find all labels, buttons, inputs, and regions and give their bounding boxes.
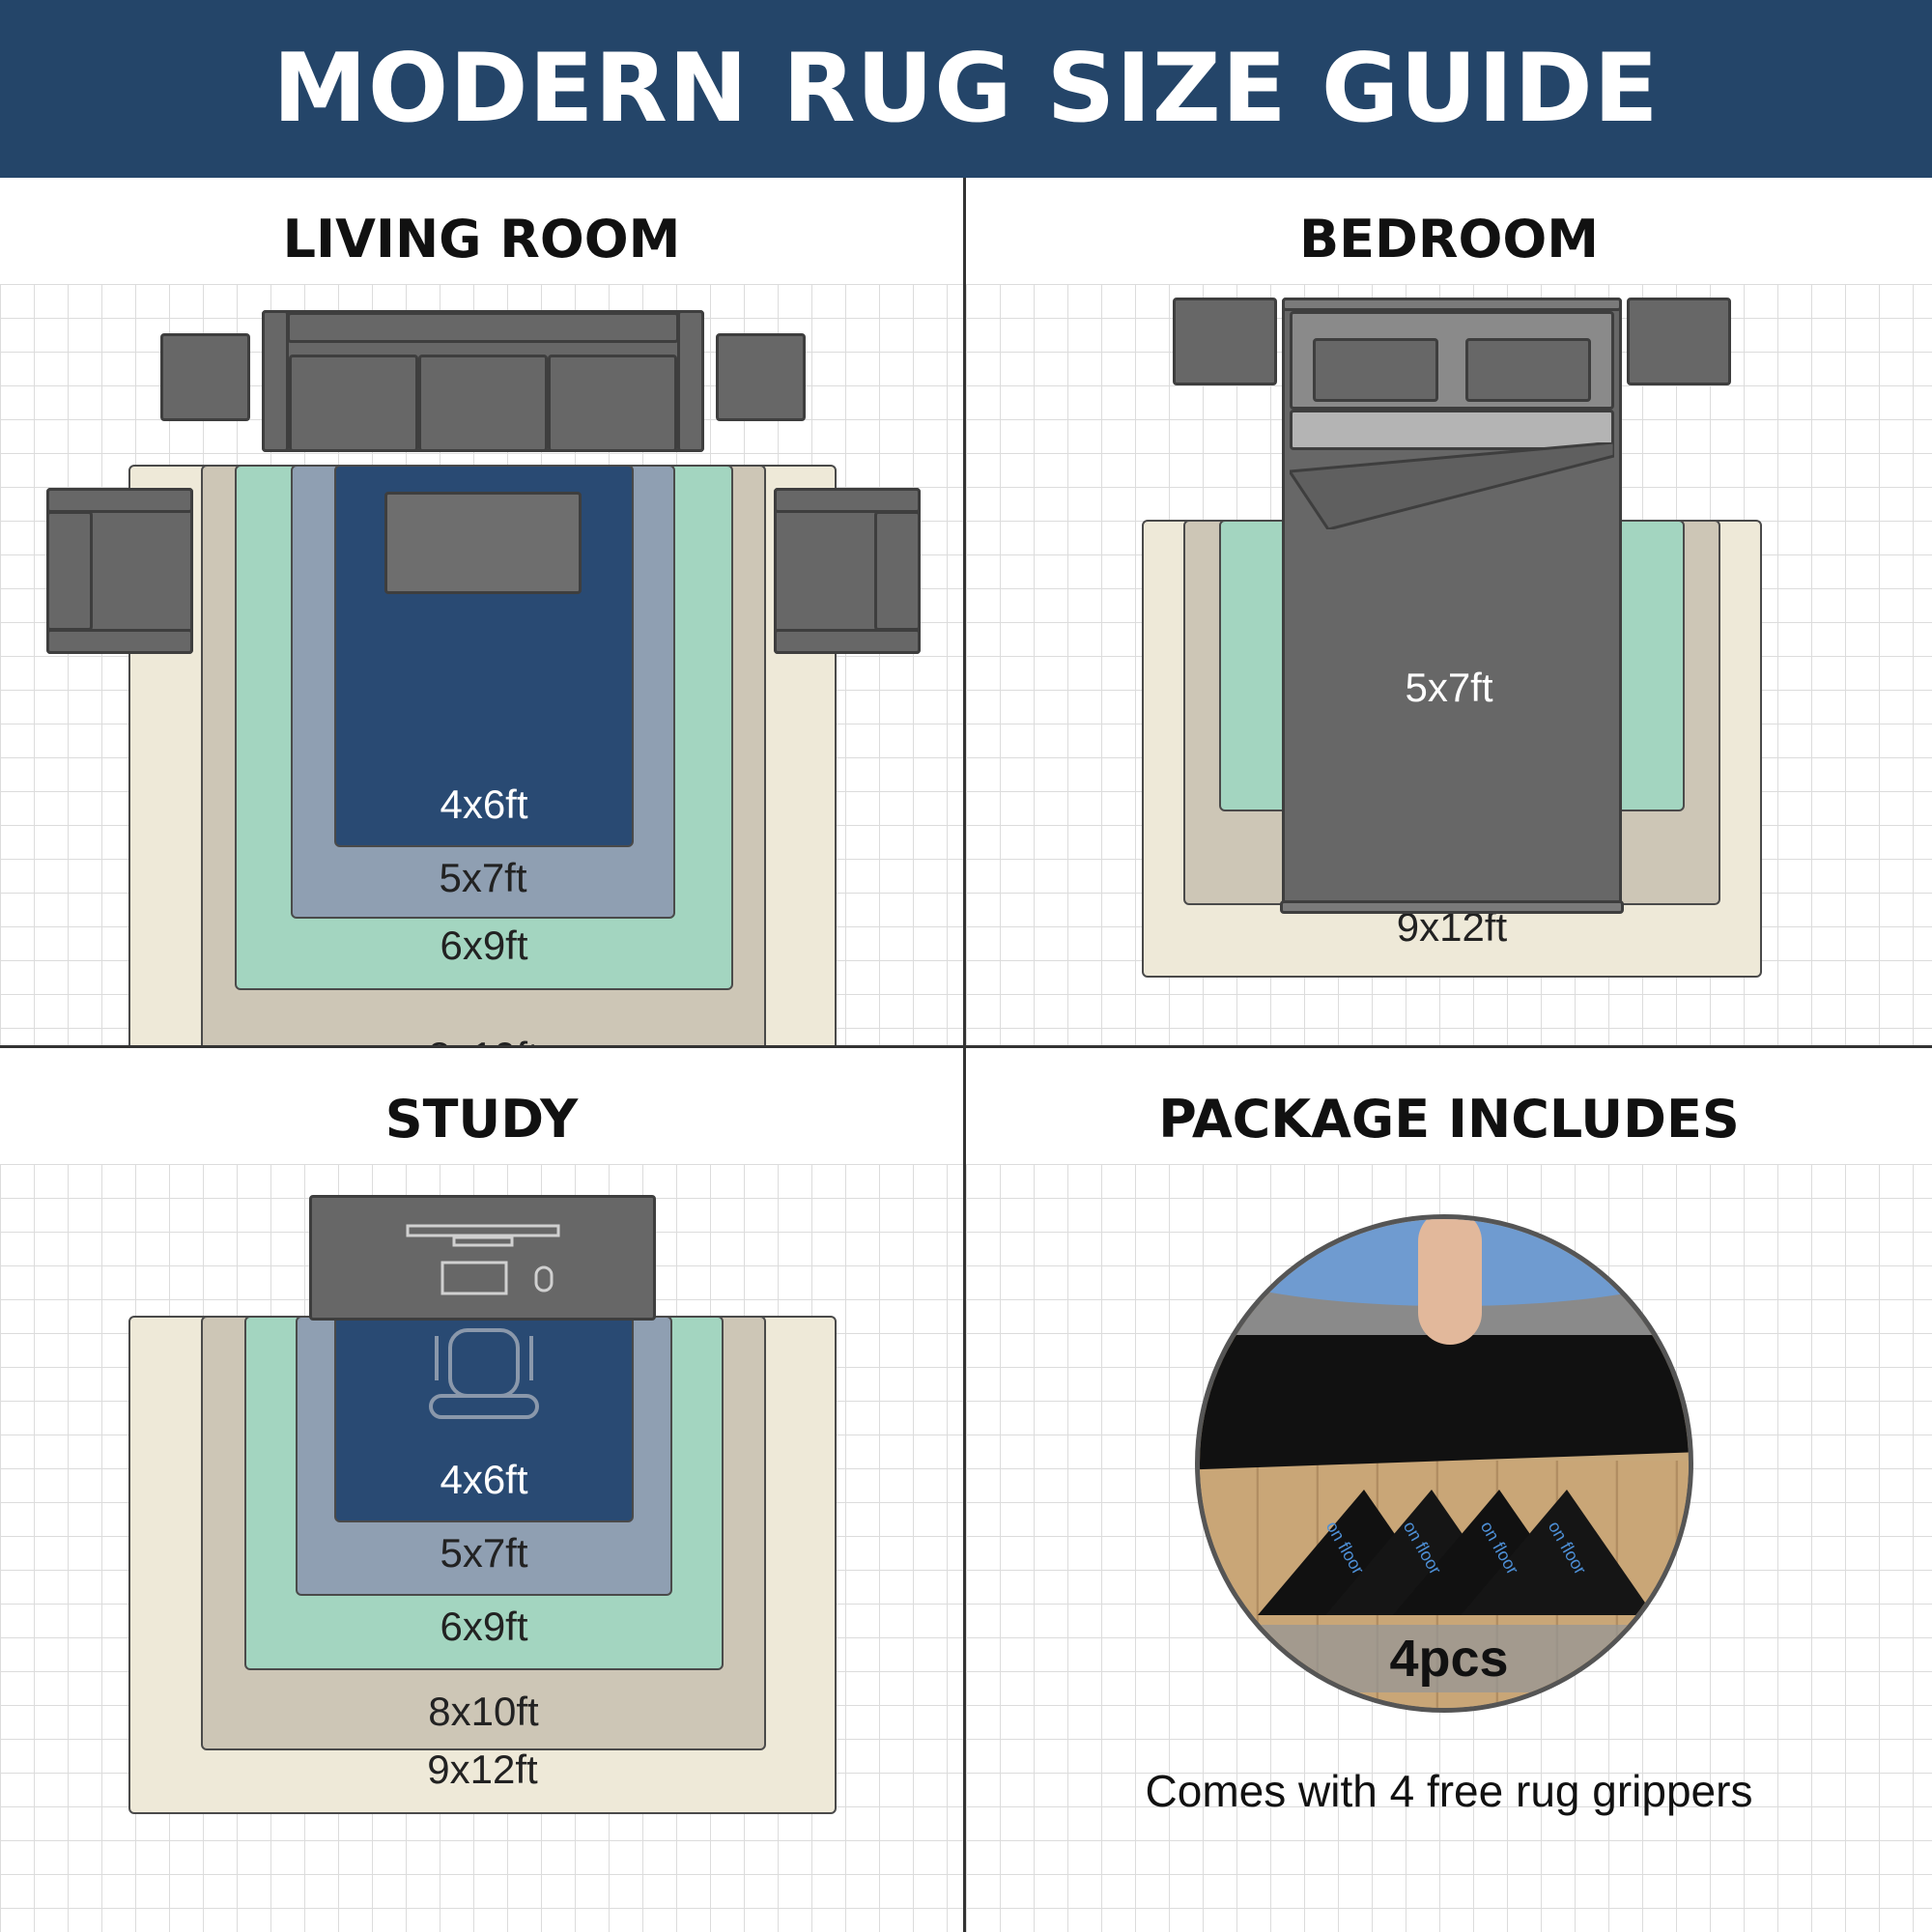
pillow-right bbox=[1465, 338, 1591, 402]
page-title: MODERN RUG SIZE GUIDE bbox=[272, 34, 1660, 144]
chair-back bbox=[429, 1394, 539, 1419]
office-chair bbox=[429, 1328, 539, 1419]
living-room-title: LIVING ROOM bbox=[282, 209, 681, 270]
rug-label-9x12: 9x12ft bbox=[427, 1747, 538, 1792]
rug-label-6x9: 6x9ft bbox=[440, 1604, 528, 1649]
rug-label-4x6: 4x6ft bbox=[440, 781, 528, 827]
header-banner: MODERN RUG SIZE GUIDE bbox=[0, 0, 1932, 178]
desk bbox=[309, 1195, 656, 1321]
panel-package: PACKAGE INCLUDES on floor on floor on fl… bbox=[966, 1048, 1932, 1932]
monitor-icon bbox=[406, 1224, 560, 1247]
gripper-photo: on floor on floor on floor on floor 4pcs bbox=[1195, 1214, 1693, 1713]
bed bbox=[1280, 298, 1624, 914]
package-title: PACKAGE INCLUDES bbox=[1158, 1089, 1740, 1150]
bedroom-title: BEDROOM bbox=[1299, 209, 1599, 270]
blanket-fold bbox=[1290, 442, 1614, 529]
mouse-icon bbox=[534, 1265, 554, 1293]
sofa-top-rail bbox=[287, 312, 679, 343]
footboard bbox=[1280, 900, 1624, 914]
armchair-arm bbox=[774, 488, 921, 513]
rug-label-8x10: 8x10ft bbox=[428, 1689, 539, 1734]
keyboard-icon bbox=[440, 1261, 508, 1295]
sofa-arm-left bbox=[262, 310, 289, 452]
study-title: STUDY bbox=[384, 1089, 579, 1150]
panel-bedroom: BEDROOM 9x12ft 8x10ft 6x9ft 5x7ft bbox=[966, 178, 1932, 1045]
chair-seat bbox=[448, 1328, 520, 1398]
blanket-fold-shape bbox=[1290, 442, 1614, 529]
armchair-arm bbox=[46, 629, 193, 654]
finger bbox=[1418, 1219, 1482, 1345]
armchair-back bbox=[46, 511, 93, 631]
panel-living-room: LIVING ROOM 9x12ft 8x10ft 6x9ft 5x7ft 4x… bbox=[0, 178, 963, 1045]
sofa bbox=[262, 310, 704, 452]
divider-horizontal bbox=[0, 1045, 1932, 1048]
monitor-stand bbox=[452, 1236, 514, 1247]
armchair-right bbox=[774, 488, 921, 654]
rug-label-4x6: 4x6ft bbox=[440, 1457, 528, 1502]
sofa-cushion bbox=[418, 355, 548, 452]
rug-label-5x7: 5x7ft bbox=[440, 1530, 528, 1576]
divider-vertical bbox=[963, 178, 966, 1932]
sofa-cushion bbox=[548, 355, 677, 452]
rug-label-5x7: 5x7ft bbox=[1405, 665, 1493, 710]
nightstand-left bbox=[1173, 298, 1277, 385]
monitor-screen bbox=[406, 1224, 560, 1237]
count-band bbox=[1200, 1625, 1689, 1692]
desk-top bbox=[309, 1195, 656, 1321]
pillow-left bbox=[1313, 338, 1438, 402]
count-label: 4pcs bbox=[1389, 1630, 1509, 1688]
rug-label-8x10: 8x10ft bbox=[203, 1034, 764, 1045]
side-table-right bbox=[716, 333, 806, 421]
gripper-triangle bbox=[1461, 1490, 1654, 1615]
rug-label-6x9: 6x9ft bbox=[440, 923, 528, 968]
coffee-table bbox=[384, 492, 582, 594]
grippers bbox=[1258, 1490, 1654, 1615]
folded-sheet bbox=[1290, 410, 1614, 450]
armchair-arm bbox=[46, 488, 193, 513]
package-caption: Comes with 4 free rug grippers bbox=[1145, 1766, 1753, 1816]
armchair-left bbox=[46, 488, 193, 654]
panel-study: STUDY 9x12ft 8x10ft 6x9ft 5x7ft 4x6ft bbox=[0, 1048, 963, 1932]
side-table-left bbox=[160, 333, 250, 421]
nightstand-right bbox=[1627, 298, 1731, 385]
sofa-arm-right bbox=[677, 310, 704, 452]
armchair-arm bbox=[774, 629, 921, 654]
armchair-back bbox=[874, 511, 921, 631]
rug-label-5x7: 5x7ft bbox=[439, 855, 527, 900]
headboard bbox=[1282, 298, 1622, 311]
mouse-body bbox=[534, 1265, 554, 1293]
keyboard-body bbox=[440, 1261, 508, 1295]
sofa-cushion bbox=[289, 355, 418, 452]
